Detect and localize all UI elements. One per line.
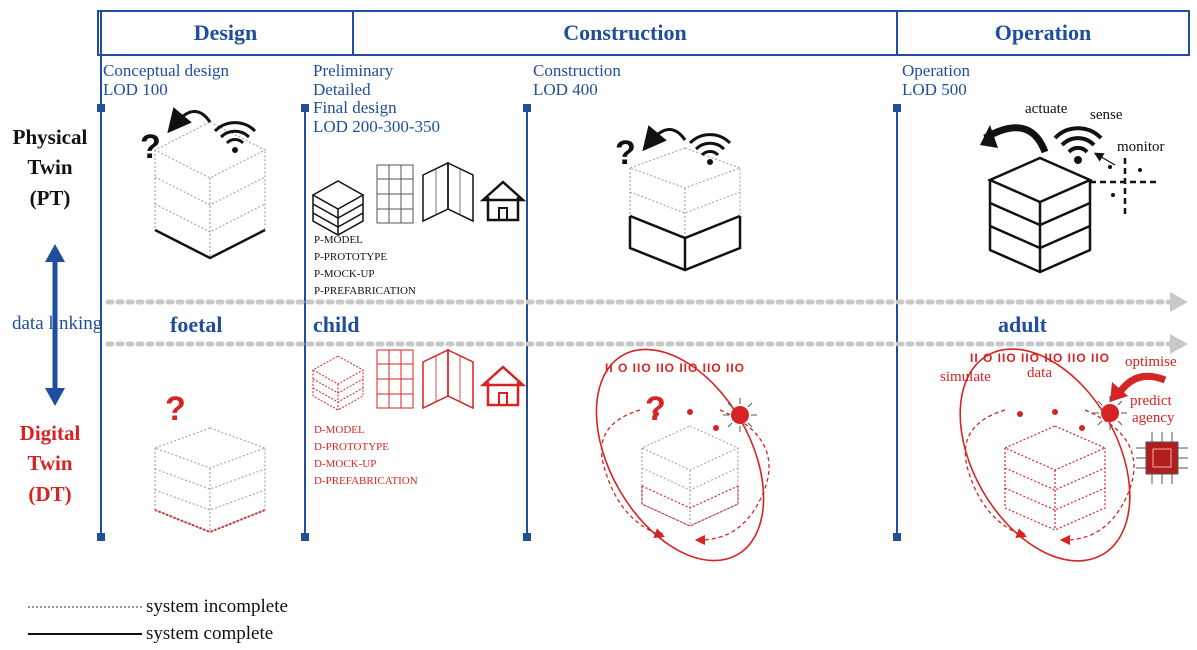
question-red-icon: ? (165, 390, 186, 428)
data-linking-label: data linking (12, 313, 103, 334)
actuate-label: actuate (1025, 101, 1068, 117)
virus-sensor-icon (723, 398, 757, 432)
phase-operation-label: Operation (994, 20, 1092, 45)
maturity-child: child (313, 312, 360, 337)
phase-construction-header: Construction (352, 10, 898, 56)
digital-twin-line2: Twin (27, 451, 73, 476)
digital-twin-label: Digital Twin (DT) (2, 418, 98, 509)
room-corner-red-icon (422, 348, 474, 410)
list-item: D-PREFABRICATION (314, 475, 418, 488)
room-corner-icon (422, 161, 474, 223)
twin-link-arrow (45, 244, 65, 406)
agency-label: agency (1132, 410, 1175, 426)
chip-agency-icon (1136, 432, 1188, 484)
phase-design-header: Design (97, 10, 354, 56)
maturity-adult: adult (998, 312, 1047, 337)
data-label: data (1027, 365, 1052, 381)
list-item: P-MODEL (314, 234, 363, 246)
crosshair-monitor-icon (1090, 152, 1160, 215)
list-item: D-MOCK-UP (314, 458, 377, 471)
operation-digital-cube (1003, 425, 1107, 531)
timeline-markers (97, 10, 901, 541)
phase-operation-header: Operation (896, 10, 1190, 56)
data-linking-arrows (105, 292, 1188, 354)
stage-preliminary-title: Preliminary (313, 61, 394, 80)
legend-lines (28, 606, 142, 635)
design-physical-cube (154, 121, 266, 260)
phase-construction-label: Construction (563, 20, 687, 45)
design-digital-cube (153, 427, 267, 534)
digital-twin-line1: Digital (19, 421, 81, 445)
grid-panel-icon (376, 164, 414, 224)
stage-conceptual-lod: LOD 100 (103, 79, 168, 99)
digital-twin-line3: (DT) (28, 481, 72, 506)
physical-twin-label: Physical Twin (PT) (2, 122, 98, 213)
stage-construction-title: Construction (533, 61, 621, 80)
physical-twin-line1: Physical (12, 125, 88, 149)
monitor-label: monitor (1117, 139, 1165, 155)
construction-physical-cube (628, 147, 742, 272)
physical-twin-line2: Twin (27, 155, 73, 180)
predict-label: predict (1130, 393, 1172, 409)
physical-item-list: P-MODEL P-PROTOTYPE P-MOCK-UP P-PREFABRI… (314, 232, 416, 300)
stage-conceptual-title: Conceptual design (103, 61, 230, 80)
list-item: P-PROTOTYPE (314, 251, 388, 264)
binary-data-construction: II O IIO IIO IIO IIO IIO (605, 361, 746, 375)
construction-digital-cube (640, 425, 740, 527)
stage-operation: Operation LOD 500 (902, 61, 970, 99)
question-red-icon: ? (645, 390, 666, 428)
legend-incomplete: system incomplete (146, 596, 288, 617)
list-item: D-PROTOTYPE (314, 441, 389, 454)
maturity-foetal: foetal (170, 312, 223, 337)
phase-design-label: Design (193, 20, 258, 45)
question-icon: ? (140, 128, 161, 166)
physical-twin-line3: (PT) (29, 185, 71, 210)
stage-preliminary: Preliminary Detailed Final design LOD 20… (313, 61, 441, 137)
optimise-label: optimise (1125, 354, 1177, 370)
stacked-slabs-icon (311, 180, 365, 236)
list-item: P-MOCK-UP (314, 268, 375, 281)
house-red-icon (479, 365, 527, 407)
stage-preliminary-lod: LOD 200-300-350 (313, 117, 441, 137)
question-icon: ? (615, 134, 636, 172)
binary-data-operation: II O IIO IIO IIO IIO IIO (970, 351, 1111, 365)
virus-sensor-icon (1093, 396, 1127, 430)
stage-conceptual: Conceptual design LOD 100 (103, 61, 230, 99)
stage-construction: Construction LOD 400 (533, 61, 621, 99)
list-item: P-PREFABRICATION (314, 285, 416, 298)
wifi-icon (1053, 126, 1103, 164)
wifi-icon (213, 121, 257, 153)
stage-final-title: Final design (313, 98, 397, 118)
operation-physical-cube (986, 156, 1094, 274)
stage-detailed-title: Detailed (313, 79, 371, 99)
stage-operation-title: Operation (902, 61, 970, 80)
digital-item-list: D-MODEL D-PROTOTYPE D-MOCK-UP D-PREFABRI… (314, 422, 418, 490)
sense-label: sense (1090, 107, 1123, 123)
actuate-arrow (980, 124, 1049, 154)
house-icon (479, 180, 527, 222)
construction-physical-feedback (642, 125, 687, 152)
legend-complete: system complete (146, 623, 274, 644)
stage-operation-lod: LOD 500 (902, 79, 967, 99)
design-physical-feedback (167, 107, 212, 134)
wifi-icon (688, 133, 732, 165)
simulate-label: simulate (940, 369, 991, 385)
stage-construction-lod: LOD 400 (533, 79, 598, 99)
stacked-slabs-red-icon (311, 355, 365, 411)
list-item: D-MODEL (314, 424, 365, 436)
grid-panel-red-icon (376, 349, 414, 409)
